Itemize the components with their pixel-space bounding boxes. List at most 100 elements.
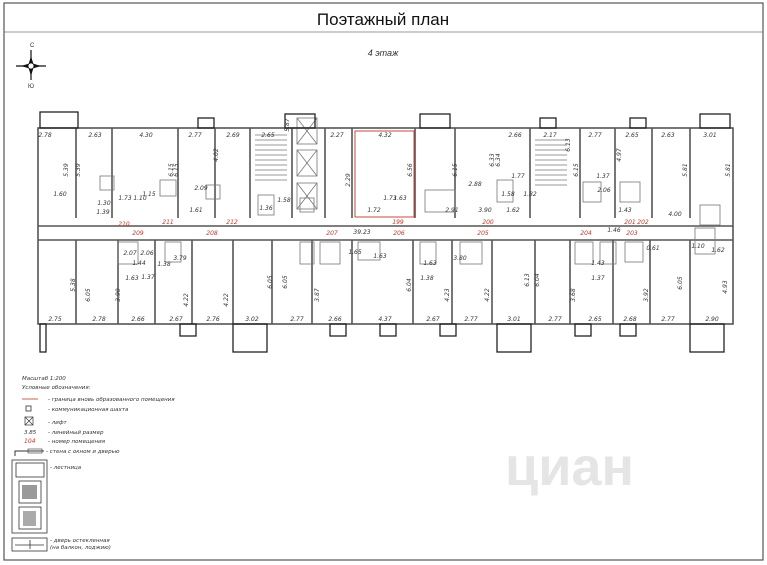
room-length-label: 6.05 <box>267 275 274 289</box>
legend-item: (на балкон, лоджию) <box>50 545 111 551</box>
balcony <box>39 323 47 353</box>
balcony <box>379 323 397 337</box>
room-length-label: 3.87 <box>314 288 321 302</box>
room-length-label: 6.33 <box>489 153 496 167</box>
room-width-label: 2.78 <box>38 132 52 139</box>
new-unit-boundary <box>354 130 415 218</box>
room-length-label: 6.15 <box>452 163 459 177</box>
room-number: 199 <box>392 219 404 226</box>
legend-scale: Масштаб 1:200 <box>22 376 66 382</box>
dimension-label: 1.38 <box>420 275 434 282</box>
room-length-label: 4.02 <box>213 148 220 162</box>
dimension-label: 1.30 <box>97 200 111 207</box>
room-length-label: 5.87 <box>284 118 291 132</box>
dimension-label: 1.62 <box>506 207 520 214</box>
legend-item: - номер помещения <box>48 439 106 445</box>
room-length-label: 3.90 <box>115 288 122 302</box>
dimension-label: 2.91 <box>445 207 458 214</box>
room-width-label: 2.65 <box>261 132 275 139</box>
legend-item: - лестница <box>50 465 82 471</box>
dimension-label: 1.72 <box>367 207 381 214</box>
room-length-label: 5.38 <box>70 278 77 292</box>
dimension-label: 2.07 <box>123 250 137 257</box>
dimension-label: 2.06 <box>597 187 611 194</box>
room-length-label: 6.05 <box>677 276 684 290</box>
legend-symbol: 104 <box>24 438 36 445</box>
room-width-label: 2.65 <box>588 316 602 323</box>
bathroom <box>299 197 315 213</box>
room-length-label: 6.56 <box>407 163 414 177</box>
room-width-label: 2.69 <box>226 132 240 139</box>
elevator-icon <box>296 117 318 145</box>
floor-label: 4 этаж <box>368 48 399 58</box>
balcony <box>232 323 268 353</box>
room-number: 211 <box>162 219 173 226</box>
bathroom <box>419 241 437 265</box>
balcony <box>689 323 725 353</box>
dimension-label: 1.37 <box>141 274 155 281</box>
dimension-label: 1.61 <box>189 207 202 214</box>
balcony <box>197 117 215 129</box>
room-width-label: 2.90 <box>705 316 719 323</box>
dimension-label: 1.62 <box>711 247 725 254</box>
compass-south: Ю <box>28 84 34 90</box>
staircase-icon <box>11 459 48 534</box>
legend-heading: Условные обозначения: <box>22 385 91 391</box>
room-number: 206 <box>393 230 405 237</box>
room-width-label: 2.77 <box>290 316 304 323</box>
shaft-icon <box>25 405 32 412</box>
room-length-label: 4.22 <box>223 293 230 307</box>
dimension-label: 1.63 <box>373 253 387 260</box>
bathroom <box>299 241 315 265</box>
dimension-label: 1.73 <box>383 195 397 202</box>
dimension-label: 1.63 <box>125 275 139 282</box>
room-length-label: 4.97 <box>616 148 623 162</box>
dimension-label: 0.61 <box>646 245 659 252</box>
room-length-label: 6.13 <box>524 273 531 287</box>
room-width-label: 2.65 <box>625 132 639 139</box>
dimension-label: 1.37 <box>591 275 605 282</box>
dimension-label: 1.44 <box>132 260 146 267</box>
room-width-label: 2.66 <box>508 132 522 139</box>
balcony <box>539 117 557 129</box>
legend-symbol: 3.85 <box>24 430 37 436</box>
room-width-label: 4.30 <box>139 132 153 139</box>
dimension-label: 3.90 <box>478 207 492 214</box>
compass-north: С <box>30 43 35 49</box>
dimension-label: 2.88 <box>468 181 482 188</box>
balcony <box>629 117 647 129</box>
room-number: 210 <box>118 221 130 228</box>
wall-window-door-icon <box>14 448 44 456</box>
dimension-label: 4.00 <box>668 211 682 218</box>
room-width-label: 2.67 <box>169 316 183 323</box>
dimension-label: 1.10 <box>691 243 705 250</box>
compass-icon: С Ю <box>16 43 46 90</box>
legend-item: - линейный размер <box>48 430 104 436</box>
room-length-label: 6.34 <box>495 153 502 167</box>
bathroom <box>99 175 115 191</box>
bathroom <box>599 241 617 265</box>
room-length-label: 6.15 <box>173 163 180 177</box>
room-length-label: 5.39 <box>63 163 70 177</box>
room-length-label: 6.04 <box>534 273 541 287</box>
room-width-label: 2.67 <box>426 316 440 323</box>
balcony <box>179 323 197 337</box>
room-number: 200 <box>482 219 494 226</box>
dimension-label: 1.58 <box>277 197 291 204</box>
room-width-label: 2.63 <box>88 132 102 139</box>
watermark-logo: циан <box>505 437 634 497</box>
legend-item: - лифт <box>48 420 68 426</box>
bathroom <box>574 241 594 265</box>
bathroom <box>699 204 721 226</box>
room-number: 201 <box>624 219 635 226</box>
dimension-label: 1.39 <box>96 209 110 216</box>
legend-item: - дверь остекленная <box>50 538 110 544</box>
glazed-door-icon <box>11 537 48 552</box>
room-number: 209 <box>132 230 144 237</box>
bathroom <box>164 241 182 263</box>
dimension-label: 1.65 <box>348 249 362 256</box>
dimension-label: 1.82 <box>523 191 537 198</box>
room-width-label: 2.77 <box>548 316 562 323</box>
dimension-label: 1.38 <box>157 261 171 268</box>
